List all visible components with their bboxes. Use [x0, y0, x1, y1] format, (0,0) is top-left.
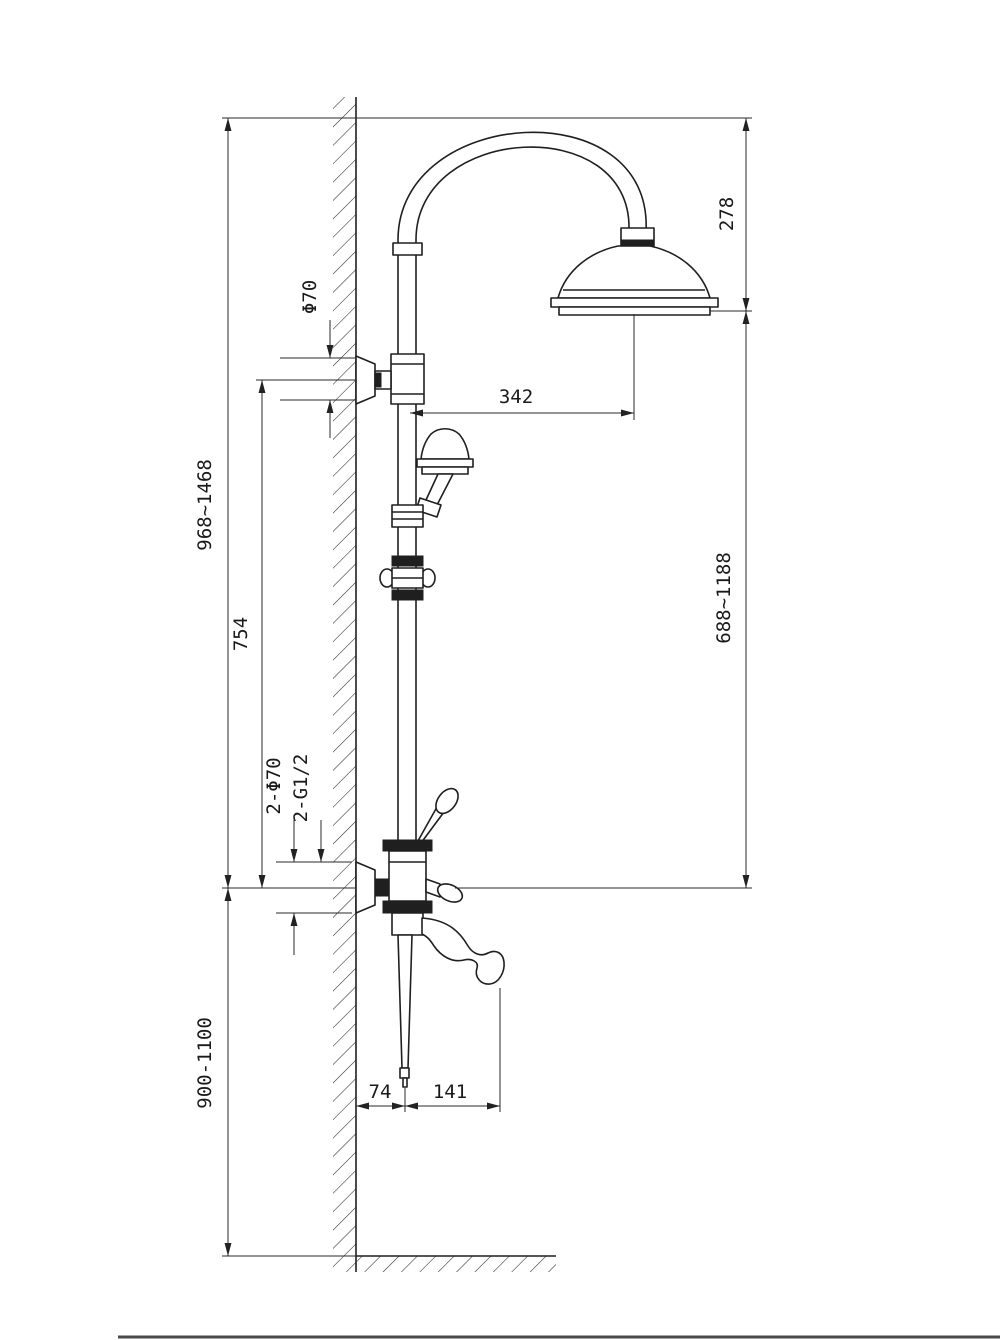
dim-label-141: 141 — [433, 1081, 467, 1103]
dim-label-900-1100: 900-1100 — [194, 1017, 216, 1109]
column-pipe — [397, 249, 417, 851]
dimension-lines — [222, 118, 752, 1257]
dim-mixer-connections — [276, 820, 352, 955]
dim-label-754: 754 — [230, 617, 252, 651]
shower-wand — [397, 934, 413, 1088]
lower-wall-escutcheon — [355, 861, 376, 914]
dim-label-968-1468: 968~1468 — [194, 459, 216, 551]
diverter-valve — [379, 555, 436, 601]
dim-342 — [410, 314, 635, 420]
dim-label-phi70: Φ70 — [299, 280, 321, 314]
dim-label-2-phi70: 2-Φ70 — [263, 757, 285, 814]
dim-74-141 — [356, 988, 501, 1112]
dim-900-1100 — [222, 888, 356, 1257]
shower-column-fixture — [355, 131, 719, 1088]
dim-688-1188 — [455, 311, 752, 889]
wall-hatching — [333, 97, 357, 1272]
gooseneck-arm — [397, 131, 647, 253]
dim-label-74: 74 — [369, 1081, 392, 1103]
dim-label-278: 278 — [716, 197, 738, 231]
dim-label-2-g12: 2-G1/2 — [290, 754, 312, 823]
dim-label-342: 342 — [499, 386, 533, 408]
upper-wall-bracket — [355, 355, 392, 405]
hand-shower — [415, 427, 474, 518]
dim-phi70 — [280, 320, 356, 438]
upper-pipe-union — [390, 353, 425, 405]
holder-coupling — [391, 504, 424, 528]
dim-968-1468 — [222, 118, 356, 889]
rain-shower-head — [550, 245, 719, 316]
dim-label-688-1188: 688~1188 — [713, 552, 735, 644]
head-connector-nut — [620, 227, 655, 247]
ground-hatching — [356, 1255, 556, 1272]
pipe-top-collar — [392, 242, 423, 256]
tub-spout — [421, 917, 505, 985]
side-knob-stub — [425, 878, 441, 898]
dimension-labels: 278 Φ70 342 968~1468 754 688~1188 2-Φ70 … — [194, 197, 738, 1109]
dim-754 — [256, 379, 356, 888]
mixer-lever-knob — [435, 787, 459, 815]
mixer-valve — [355, 787, 464, 936]
